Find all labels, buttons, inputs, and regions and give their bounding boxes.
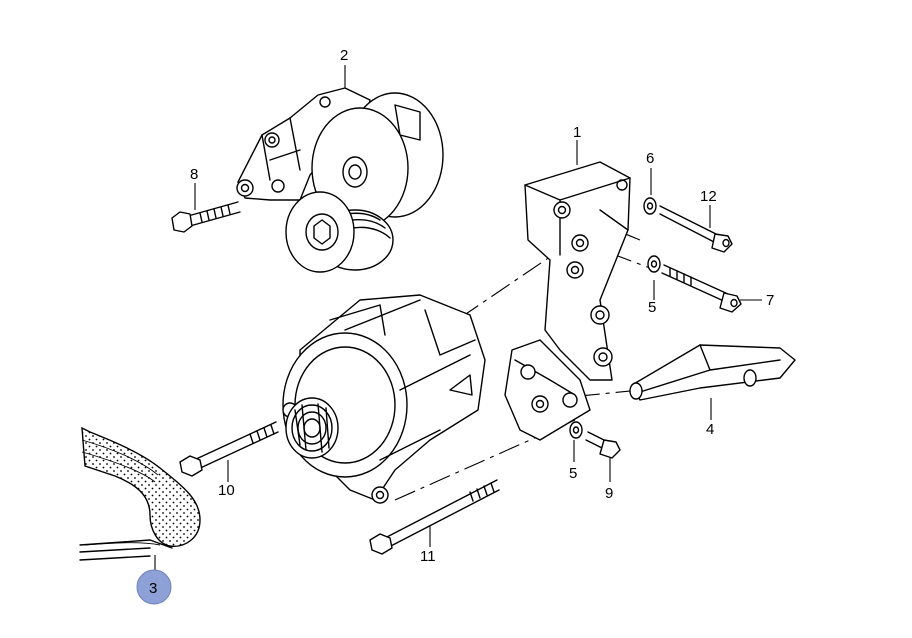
ribbed-belt-part: [79, 426, 201, 561]
callout-3-highlighted[interactable]: 3: [136, 569, 172, 605]
callout-label-7[interactable]: 7: [766, 292, 774, 309]
alternator-part: [282, 294, 486, 504]
callout-label-2[interactable]: 2: [340, 47, 348, 64]
callout-label-4[interactable]: 4: [706, 421, 714, 438]
callout-label-8[interactable]: 8: [190, 166, 198, 183]
belt-tensioner-part: [236, 87, 444, 273]
mounting-bracket-part: [504, 161, 631, 441]
bolt-part-10: [179, 421, 279, 477]
callout-label-11[interactable]: 11: [420, 548, 436, 565]
leader-lines: [154, 65, 762, 573]
highlight-circle: [136, 569, 172, 605]
callout-label-9[interactable]: 9: [605, 485, 613, 502]
bolt-part-8: [171, 201, 241, 233]
callout-label-3: 3: [149, 580, 157, 597]
callout-label-5-upper[interactable]: 5: [648, 299, 656, 316]
callout-label-5-lower[interactable]: 5: [569, 465, 577, 482]
washer-and-bolt-lower: [569, 421, 621, 459]
callout-label-1[interactable]: 1: [573, 124, 581, 141]
washers-and-bolts-upper: [643, 197, 742, 313]
callout-label-6[interactable]: 6: [646, 150, 654, 167]
support-strut-part: [629, 344, 796, 401]
callout-label-12[interactable]: 12: [700, 188, 717, 205]
stud-part-11: [369, 479, 500, 555]
callout-label-10[interactable]: 10: [218, 482, 235, 499]
